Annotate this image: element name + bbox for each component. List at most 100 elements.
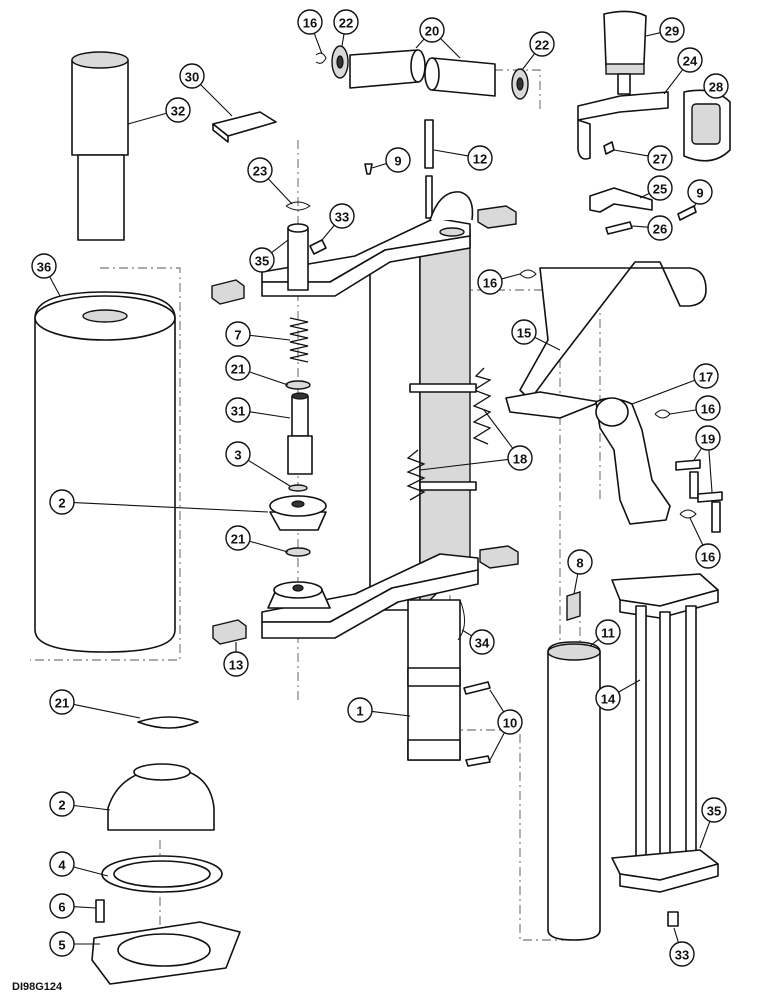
callout-circle — [647, 175, 673, 201]
callout-circle — [669, 941, 695, 967]
callout-22: 22 — [529, 31, 555, 57]
callout-leader — [73, 502, 269, 513]
callout-label: 19 — [701, 432, 715, 447]
callout-leader — [639, 192, 650, 199]
callout-label: 2 — [58, 798, 65, 813]
callout-20: 20 — [419, 17, 445, 43]
callout-label: 22 — [339, 16, 353, 31]
callout-1: 1 — [347, 697, 373, 723]
callout-label: 13 — [229, 658, 243, 673]
upper-spindle — [285, 201, 327, 291]
callout-21: 21 — [49, 689, 75, 715]
callout-16: 16 — [477, 269, 503, 295]
callout-4: 4 — [49, 851, 75, 877]
callout-label: 11 — [601, 626, 615, 641]
callout-23: 23 — [247, 157, 273, 183]
callout-circle — [225, 441, 251, 467]
callout-leader — [371, 163, 387, 169]
callout-21: 21 — [225, 355, 251, 381]
callout-leader — [461, 629, 472, 637]
callout-circle — [567, 549, 593, 575]
callout-label: 29 — [665, 24, 679, 39]
callout-label: 5 — [58, 938, 65, 953]
callout-circle — [249, 247, 275, 273]
callout-circle — [333, 9, 359, 35]
lever-arm — [505, 261, 707, 419]
callout-29: 29 — [659, 17, 685, 43]
spindle-spring — [289, 317, 309, 363]
callout-6: 6 — [49, 893, 75, 919]
callout-leader — [708, 449, 713, 493]
callout-25: 25 — [647, 175, 673, 201]
callout-circle — [477, 269, 503, 295]
callout-leader — [267, 178, 293, 205]
callout-leader — [483, 409, 514, 449]
callout-leader — [501, 273, 521, 280]
callout-leader — [371, 710, 411, 717]
callout-16: 16 — [297, 9, 323, 35]
callout-leader — [669, 409, 697, 415]
callout-circle — [695, 543, 721, 569]
callout-leader — [415, 38, 425, 49]
callout-label: 9 — [394, 154, 401, 169]
callout-15: 15 — [511, 319, 537, 345]
callout-circle — [695, 425, 721, 451]
callout-label: 14 — [601, 692, 616, 707]
callout-leader — [673, 927, 679, 943]
core-tube — [71, 51, 129, 241]
callout-leader — [313, 33, 323, 55]
callout-27: 27 — [647, 145, 673, 171]
callout-circle — [329, 203, 355, 229]
callout-31: 31 — [225, 397, 251, 423]
callout-circle — [165, 97, 191, 123]
pivot-arm — [595, 397, 671, 525]
callout-8: 8 — [567, 549, 593, 575]
callout-label: 21 — [55, 696, 69, 711]
callout-circle — [223, 651, 249, 677]
callout-circle — [31, 253, 57, 279]
callout-leader — [631, 225, 649, 228]
callout-label: 10 — [503, 716, 517, 731]
callout-circle — [497, 709, 523, 735]
callout-layer: 1223456789910111213141516161616171819202… — [31, 9, 729, 967]
callout-circle — [297, 9, 323, 35]
callout-circle — [647, 215, 673, 241]
small-block — [566, 591, 581, 621]
paper-roll — [34, 291, 176, 653]
arm-bolts — [675, 459, 723, 533]
callout-12: 12 — [467, 145, 493, 171]
callout-leader — [247, 459, 291, 487]
callout-19: 19 — [695, 425, 721, 451]
callout-label: 15 — [517, 326, 531, 341]
callout-label: 30 — [185, 70, 199, 85]
callout-35: 35 — [701, 797, 727, 823]
callout-circle — [247, 157, 273, 183]
post-bolts — [463, 681, 491, 767]
spindle-shaft — [287, 392, 313, 475]
callout-label: 22 — [535, 38, 549, 53]
callout-label: 7 — [234, 328, 241, 343]
callout-3: 3 — [225, 441, 251, 467]
callout-leader — [663, 69, 684, 95]
callout-leader — [419, 458, 509, 471]
callout-9: 9 — [385, 147, 411, 173]
callout-leader — [534, 336, 561, 351]
callout-label: 2 — [58, 496, 65, 511]
callout-17: 17 — [693, 363, 719, 389]
callout-leader — [249, 411, 291, 419]
callout-leader — [73, 906, 97, 909]
callout-leader — [200, 84, 233, 117]
callout-circle — [49, 689, 75, 715]
callout-label: 16 — [303, 16, 317, 31]
callout-circle — [385, 147, 411, 173]
callout-leader — [631, 379, 695, 405]
callout-label: 6 — [58, 900, 65, 915]
callout-32: 32 — [165, 97, 191, 123]
callout-16: 16 — [695, 543, 721, 569]
bottom-assembly — [91, 763, 241, 985]
callout-label: 8 — [576, 556, 583, 571]
washers — [137, 380, 311, 729]
callout-label: 18 — [513, 452, 527, 467]
callout-leader — [271, 239, 289, 254]
callout-label: 20 — [425, 24, 439, 39]
